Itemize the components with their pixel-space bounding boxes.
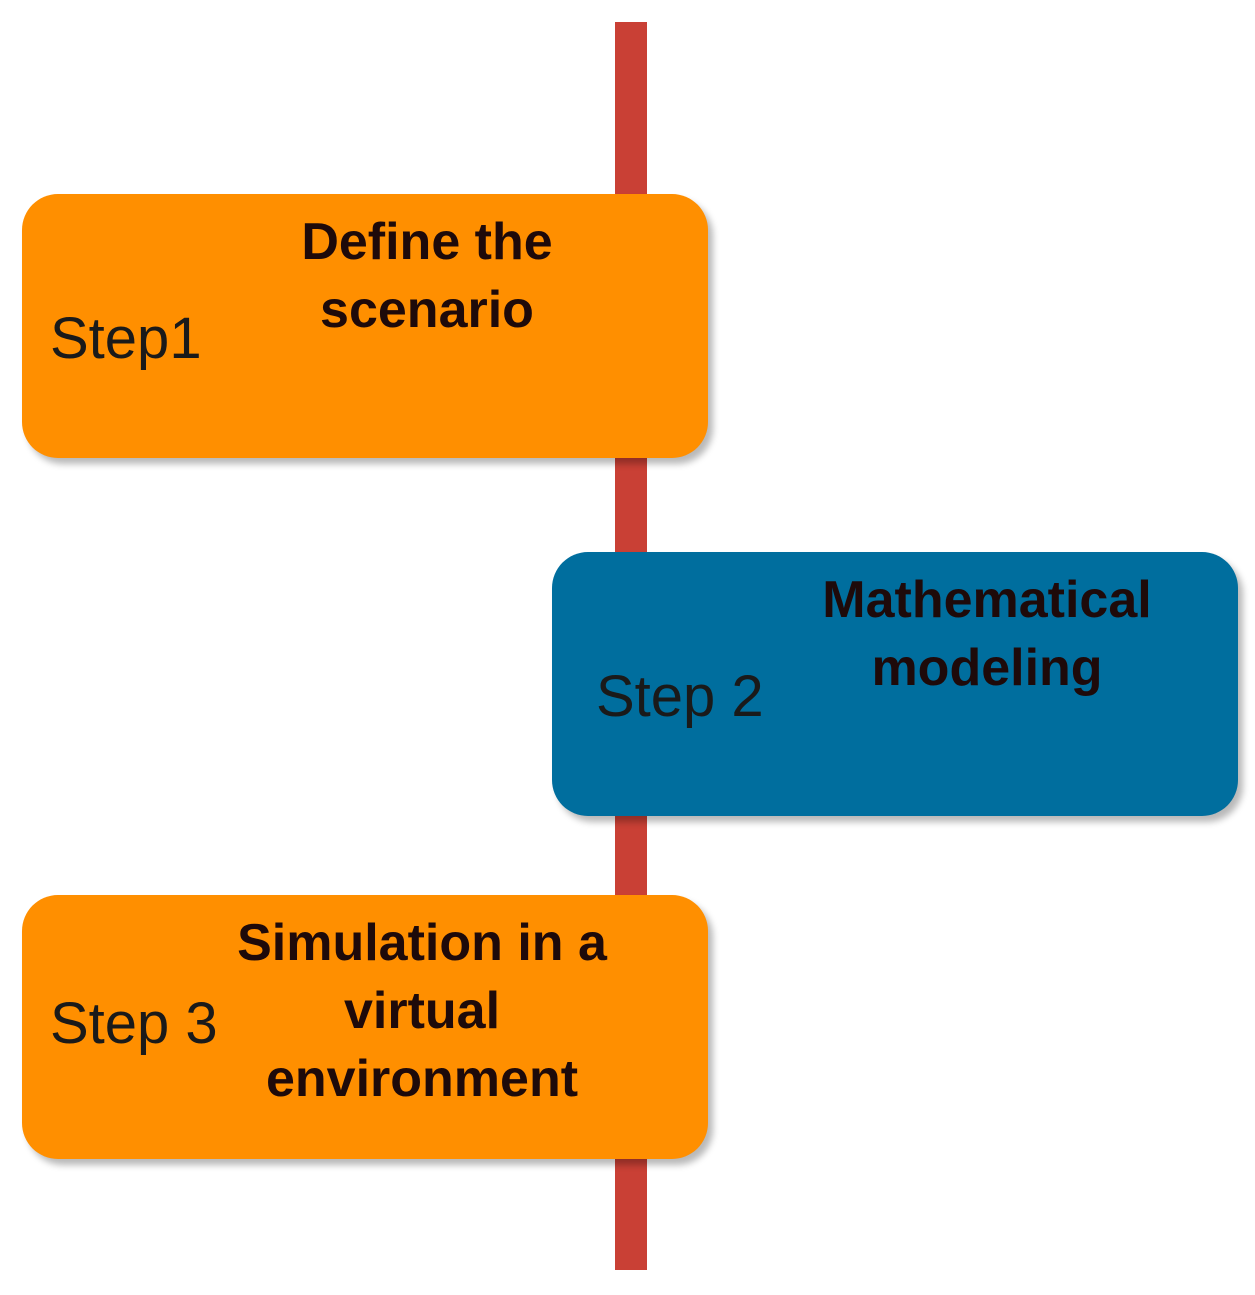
step-3-title: Simulation in a virtual environment — [237, 914, 607, 1108]
step-2-box: Step 2 Mathematical modeling — [552, 552, 1238, 816]
step-2-label: Step 2 — [596, 664, 764, 729]
step-1-title: Define the scenario — [301, 213, 553, 339]
step-1-label: Step1 — [50, 306, 202, 371]
step-3-label: Step 3 — [50, 991, 218, 1056]
step-1-box: Step1 Define the scenario — [22, 194, 708, 458]
step-3-box: Step 3 Simulation in a virtual environme… — [22, 895, 708, 1159]
step-2-title: Mathematical modeling — [822, 571, 1152, 697]
